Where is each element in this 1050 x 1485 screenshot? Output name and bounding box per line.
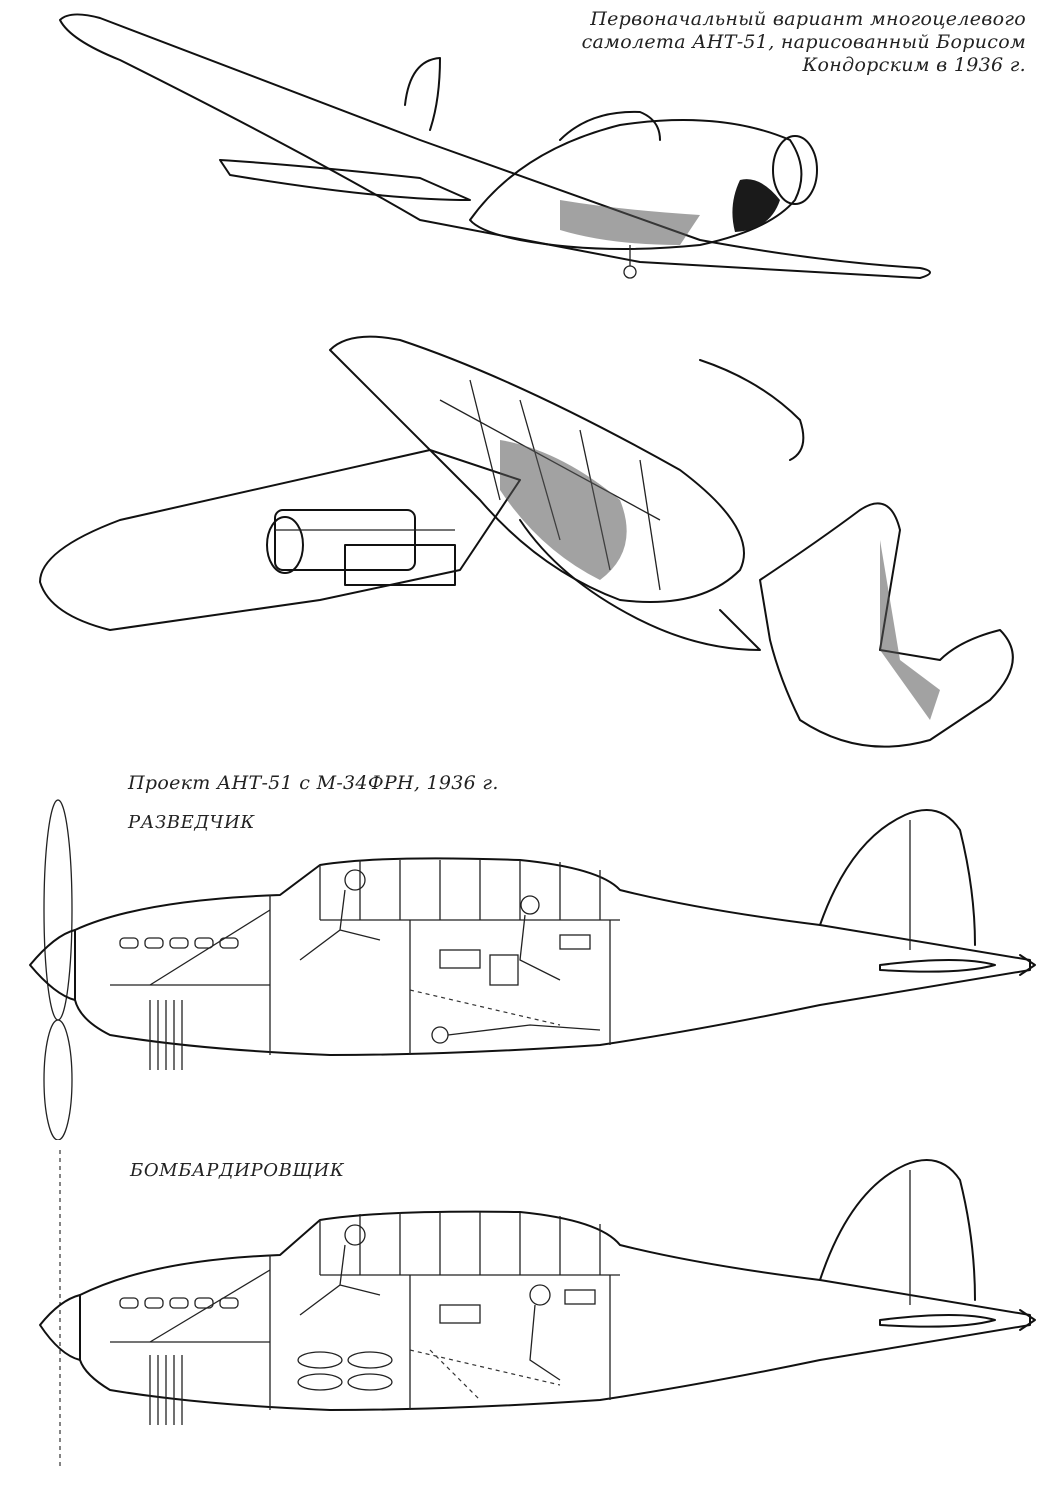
caption-top-line-3: Кондорским в 1936 г. bbox=[802, 54, 1026, 76]
side-view-bomber bbox=[39, 1150, 1036, 1470]
caption-top-line-1: Первоначальный вариант многоцелевого bbox=[590, 8, 1026, 30]
label-reconnaissance: РАЗВЕДЧИК bbox=[128, 812, 255, 833]
caption-top-line-2: самолета АНТ-51, нарисованный Борисом bbox=[581, 31, 1026, 53]
side-view-reconnaissance bbox=[29, 799, 1036, 1140]
caption-top: Первоначальный вариант многоцелевого сам… bbox=[506, 8, 1026, 77]
caption-project: Проект АНТ-51 с М-34ФРН, 1936 г. bbox=[128, 772, 499, 794]
sketch-perspective-aircraft bbox=[59, 13, 931, 279]
sketch-cutaway-aircraft bbox=[39, 335, 1014, 748]
label-bomber: БОМБАРДИРОВЩИК bbox=[130, 1160, 345, 1181]
